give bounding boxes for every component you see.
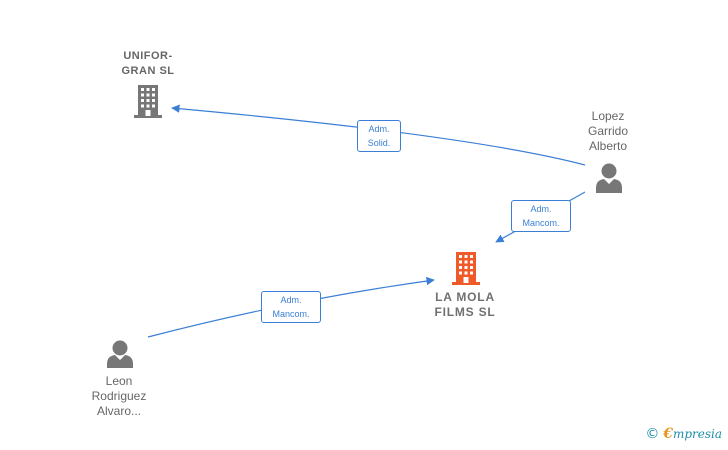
person-label-lopez[interactable]: Lopez Garrido Alberto bbox=[587, 109, 628, 153]
edge-lopez-to-unifor bbox=[171, 104, 586, 166]
brand-initial: € bbox=[663, 426, 673, 442]
brand-name: mpresia bbox=[672, 427, 722, 441]
edge-label-adm-mancom: Adm. Mancom. bbox=[261, 291, 321, 323]
person-icon[interactable] bbox=[107, 340, 133, 369]
edge-label-adm-mancom: Adm. Mancom. bbox=[511, 200, 571, 232]
edge-label-adm-solid: Adm. Solid. bbox=[357, 120, 401, 152]
empresia-watermark: © €mpresia bbox=[645, 426, 722, 442]
person-icon[interactable] bbox=[596, 163, 622, 194]
company-label-unifor-gran[interactable]: UNIFOR- GRAN SL bbox=[121, 50, 175, 77]
company-label-la-mola-films[interactable]: LA MOLA FILMS SL bbox=[434, 290, 496, 319]
person-label-leon[interactable]: Leon Rodriguez Alvaro... bbox=[91, 374, 147, 418]
building-icon[interactable] bbox=[134, 85, 162, 118]
copyright-icon: © bbox=[645, 426, 660, 442]
building-icon[interactable] bbox=[452, 252, 480, 285]
